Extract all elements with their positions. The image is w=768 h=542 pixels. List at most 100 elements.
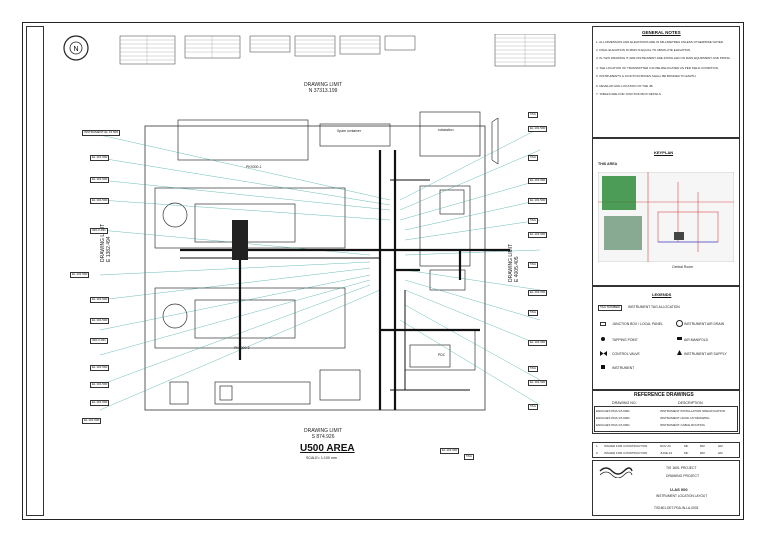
keyplan-central-room-label: Central Room: [672, 265, 693, 269]
note-item: 4. THE LOCATION OF TRANSMITTER CAN BE RE…: [596, 66, 719, 70]
ref-row-desc: INSTRUMENT HOOK-UP DRAWING: [660, 416, 710, 420]
title-area: U-AS 000: [670, 487, 688, 492]
legend-item-label: CONTROL VALVE: [612, 352, 640, 356]
right-tag: TAG: [528, 218, 538, 224]
jb-detail-tables: [119, 34, 556, 67]
left-tag: EL 101.500: [70, 272, 90, 278]
rev-date: JUNE 23: [660, 451, 673, 455]
left-margin-strip: [26, 26, 44, 516]
drawing-limit-north: DRAWING LIMIT N 37313.199: [304, 82, 343, 94]
ref-table: [594, 406, 738, 432]
legend-item-label: TAPPING POINT: [612, 338, 638, 342]
legend-item-label: JUNCTION BOX / LOCAL PANEL: [612, 322, 663, 326]
ref-row-no: EN04-DET-PDA-ST-0001: [596, 416, 630, 420]
left-tag: EL 101.500: [90, 318, 110, 324]
note-item: 6. DEVELOP AND LOCATION OF THE JB.: [596, 84, 654, 88]
note-item: 7. TABLES ARE FOR JUNCTION BOX DETAILS.: [596, 92, 662, 96]
reference-drawings-panel: [592, 390, 740, 434]
note-item: 2. FINAL ELEVATION IN MMN IS EQUAL TO AB…: [596, 48, 691, 52]
rev-date: NOV 23: [660, 444, 671, 448]
ref-col-desc: DESCRIPTION: [678, 401, 703, 405]
title-number: TIS1601-DET-PDA-IN-LA-0003: [654, 506, 699, 510]
air-drain-icon: [676, 320, 683, 327]
rev-chk: RM: [700, 451, 705, 455]
title-project: TIS 1601 PROJECT: [666, 466, 697, 470]
left-tag: 320-V-031: [90, 338, 108, 344]
keyplan-title: KEYPLAN: [654, 150, 674, 155]
area-scale: SCALE= 1:100 mm: [306, 456, 337, 460]
ref-col-no: DRAWING NO.: [612, 401, 637, 405]
keyplan-this-area-label: THIS AREA: [598, 162, 618, 166]
right-tag: EL 101.500: [528, 178, 548, 184]
rev-desc: ISSUED FOR CONSTRUCTION: [604, 444, 648, 448]
instrument-icon: [601, 365, 605, 369]
pdc-label: PDC: [438, 353, 446, 357]
left-tag: EL 101.500: [90, 365, 110, 371]
legend-item-label: INSTRUMENT: [612, 366, 635, 370]
right-tag: EL 101.500: [528, 126, 548, 132]
title-drawing: DRAWING PROJECT: [666, 474, 700, 478]
company-logo-icon: N: [63, 35, 89, 61]
reference-drawings-title: REFERENCE DRAWINGS: [634, 392, 694, 398]
ref-row-no: EN04-DET-PDA-ST-0001: [596, 423, 630, 427]
left-tag: EL 101.500: [90, 297, 110, 303]
ref-row-desc: INSTRUMENT CABLE ROUTING: [660, 423, 705, 427]
drawing-limit-south: DRAWING LIMIT S 874.926: [304, 428, 343, 440]
left-tag: EL 101.500: [90, 382, 110, 388]
right-tag: TAG: [528, 404, 538, 410]
legend-item-label: AIR MANIFOLD: [684, 338, 709, 342]
legend-tag-sample: TAG NUMBER: [598, 305, 622, 311]
air-supply-icon: [677, 350, 682, 355]
rev-app: HM: [718, 444, 723, 448]
tapping-point-icon: [601, 337, 605, 341]
pks-top-label: PKS000-1: [246, 165, 262, 169]
right-tag: TAG: [528, 310, 538, 316]
substation-label: substation: [438, 128, 454, 132]
svg-text:N: N: [73, 46, 78, 53]
rev-by: MF: [684, 451, 689, 455]
general-notes-panel: [592, 26, 740, 138]
ref-row-no: EN04-DET-PDA-ST-0001: [596, 409, 630, 413]
right-tag: EL 101.500: [528, 380, 548, 386]
general-notes-title: GENERAL NOTES: [642, 30, 681, 35]
area-title: U500 AREA: [300, 443, 355, 454]
left-tag: INSTRUMENT EL 15.500: [82, 130, 121, 136]
rev-no: 0: [596, 451, 598, 455]
rev-desc: ISSUED FOR CONSTRUCTION: [604, 451, 648, 455]
right-tag: EL 101.500: [528, 340, 548, 346]
right-tag: EL 101.500: [440, 448, 460, 454]
legends-title: LEGENDS: [652, 292, 672, 297]
legend-item-label: INSTRUMENT AIR DRAIN: [684, 322, 725, 326]
drawing-sheet: [22, 22, 744, 520]
left-tag: EL 101.500: [82, 418, 102, 424]
legend-item-label: INSTRUMENT TAG ALLOCATION: [628, 305, 680, 309]
left-tag: 320-V-031: [90, 228, 108, 234]
left-tag: EL 101.500: [90, 198, 110, 204]
jb-icon: [600, 322, 606, 326]
left-tag: EL 101.500: [90, 177, 110, 183]
right-tag: TAG: [528, 366, 538, 372]
plot-plan-drawing: [99, 111, 541, 411]
keyplan-map: [598, 172, 734, 262]
right-tag: EL 101.500: [528, 232, 548, 238]
rev-no: 1: [596, 444, 598, 448]
legend-item-label: INSTRUMENT AIR SUPPLY: [684, 352, 727, 356]
right-tag: TAG: [528, 155, 538, 161]
note-item: 5. INSTRUMENTS & JUNCTION BOXES SHALL BE…: [596, 74, 697, 78]
right-tag: TAG: [528, 112, 538, 118]
rev-by: MF: [684, 444, 689, 448]
title-subtitle: INSTRUMENT LOCATION LAYOUT: [656, 494, 708, 498]
control-valve-icon: [600, 351, 607, 356]
rev-app: HM: [718, 451, 723, 455]
right-tag: TAG: [464, 454, 474, 460]
drawing-limit-east: DRAWING LIMIT E 4005.405: [508, 243, 520, 282]
right-tag: EL 101.500: [528, 198, 548, 204]
right-tag: EL 101.500: [528, 290, 548, 296]
ref-row-desc: INSTRUMENT INSTALLATION SPECIFICATION: [660, 409, 725, 413]
pks-bottom-label: PKS000-2: [234, 346, 250, 350]
rev-chk: RM: [700, 444, 705, 448]
note-item: 1. ALL DIMENSION AND ELEVATIONS ARE IN M…: [596, 40, 724, 44]
keyplan-panel: [592, 138, 740, 286]
revision-block: [592, 442, 740, 458]
legends-panel: [592, 286, 740, 390]
